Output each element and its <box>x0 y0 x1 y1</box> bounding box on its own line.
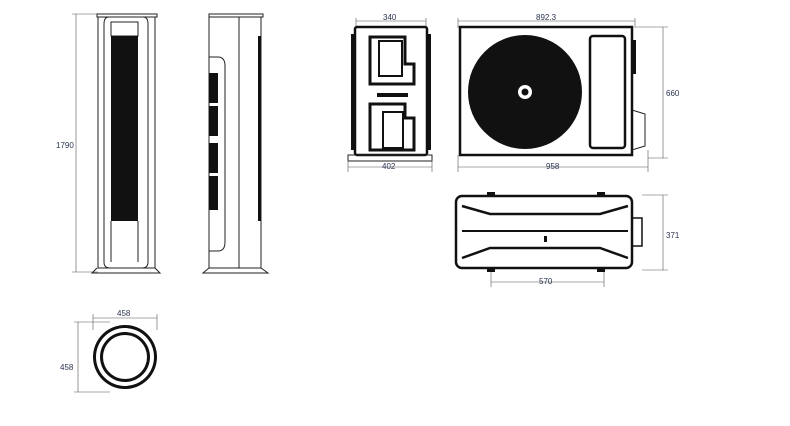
base-width-label: 458 <box>117 309 131 318</box>
side-top-width-label: 340 <box>383 13 397 22</box>
front-height-label: 660 <box>666 89 680 98</box>
indoor-unit-side-view <box>201 13 270 274</box>
top-depth-label: 371 <box>666 231 680 240</box>
side-base-width-label: 402 <box>382 162 396 171</box>
outdoor-unit-top-view: 371 570 <box>454 192 680 287</box>
total-width-label: 958 <box>546 162 560 171</box>
base-depth-label: 458 <box>60 363 74 372</box>
outdoor-unit-front-view: 892.3 660 958 <box>457 13 680 172</box>
foot-spacing-label: 570 <box>539 277 553 286</box>
indoor-unit-front-view: 1790 <box>56 13 162 274</box>
outdoor-unit-side-view: 340 402 <box>347 13 433 172</box>
front-grille <box>111 36 138 221</box>
height-dimension-label: 1790 <box>56 141 74 150</box>
front-width-label: 892.3 <box>536 13 557 22</box>
indoor-unit-base-top-view: 458 458 <box>60 309 158 393</box>
